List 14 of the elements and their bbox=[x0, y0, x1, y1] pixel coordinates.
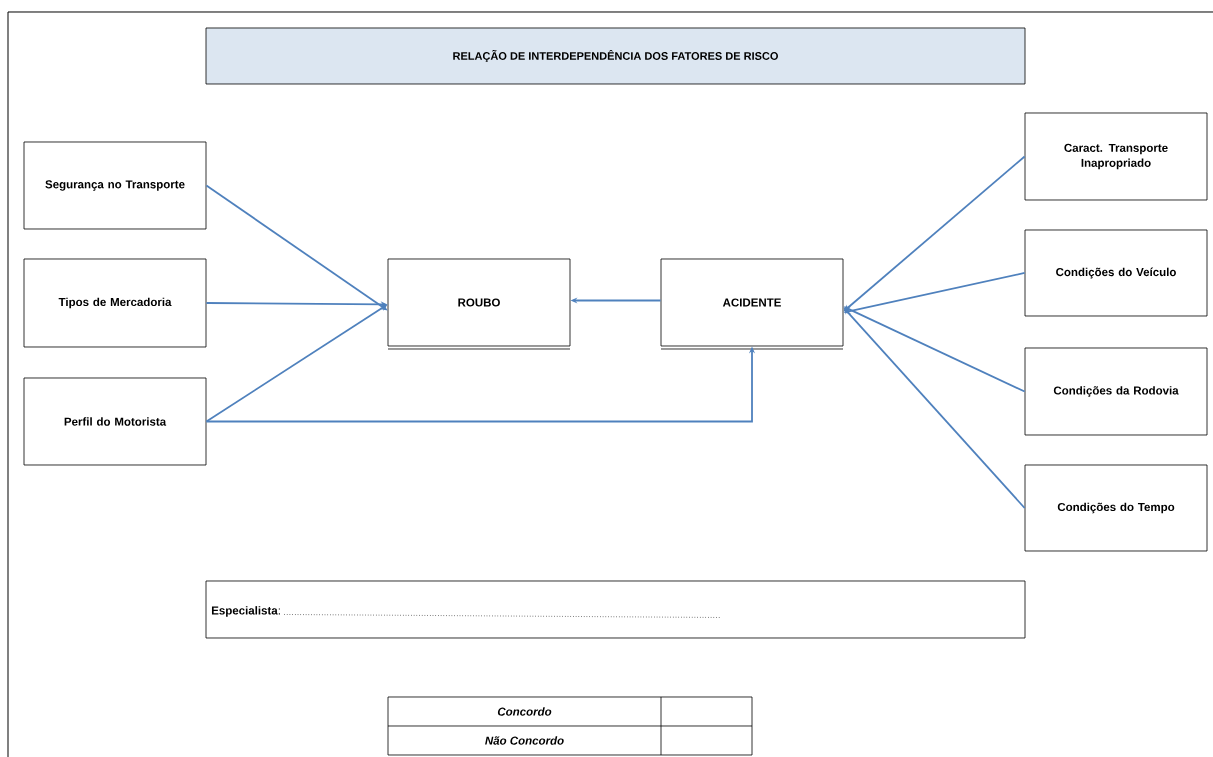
table-cell: Concordo bbox=[497, 707, 552, 716]
title-box: RELAÇÃO DE INTERDEPENDÊNCIA DOS FATORES DE RISCO bbox=[205, 27, 1026, 85]
process-box: Condições da Rodovia bbox=[1024, 347, 1208, 436]
process-box: Tipos de Mercadoria bbox=[23, 258, 207, 348]
process-box: ACIDENTE bbox=[660, 258, 844, 350]
table-cell: Não Concordo bbox=[485, 736, 564, 745]
process-box: Segurança no Transporte bbox=[23, 141, 207, 230]
process-box: Caract. Transporte Inapropriado bbox=[1024, 112, 1208, 201]
process-box: Perfil do Motorista bbox=[23, 377, 207, 466]
arrow bbox=[843, 155, 1026, 312]
process-box: Condições do Tempo bbox=[1024, 464, 1208, 552]
signature-box: Especialista: bbox=[205, 580, 1026, 639]
process-box: ROUBO bbox=[387, 258, 571, 350]
process-box: Condições do Veículo bbox=[1024, 229, 1208, 317]
